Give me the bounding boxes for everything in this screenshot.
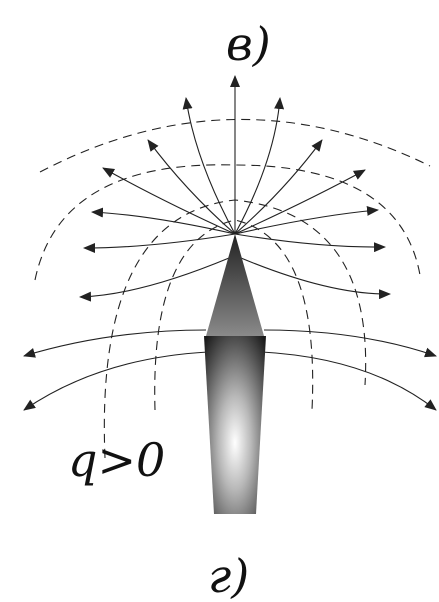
field-line-left-7	[23, 329, 207, 358]
field-lines	[23, 75, 437, 411]
field-line-right-4	[234, 205, 379, 235]
field-line-left-8	[23, 351, 209, 411]
charge-label: q>0	[68, 433, 165, 487]
equipotential-arc-middle	[34, 164, 421, 281]
panel-label-top: в)	[226, 17, 271, 71]
field-line-right-2	[234, 139, 323, 235]
field-line-left-3	[102, 167, 236, 235]
field-line-left-1	[182, 97, 236, 235]
electrode-body	[204, 336, 266, 514]
field-line-left-4	[91, 207, 236, 235]
electrode-tip	[206, 234, 264, 336]
field-line-right-5	[234, 233, 386, 253]
field-line-right-6	[240, 257, 391, 300]
field-line-left-2	[147, 139, 236, 235]
field-line-right-7	[263, 329, 437, 358]
electrode	[204, 234, 266, 514]
field-line-left-5	[83, 233, 236, 253]
field-line-right-1	[234, 97, 285, 235]
panel-label-bottom: г)	[208, 549, 249, 602]
field-line-left-6	[79, 257, 230, 302]
field-line-right-8	[261, 351, 437, 411]
field-line-right-3	[234, 169, 366, 235]
equipotential-arc-innermost	[154, 219, 314, 411]
